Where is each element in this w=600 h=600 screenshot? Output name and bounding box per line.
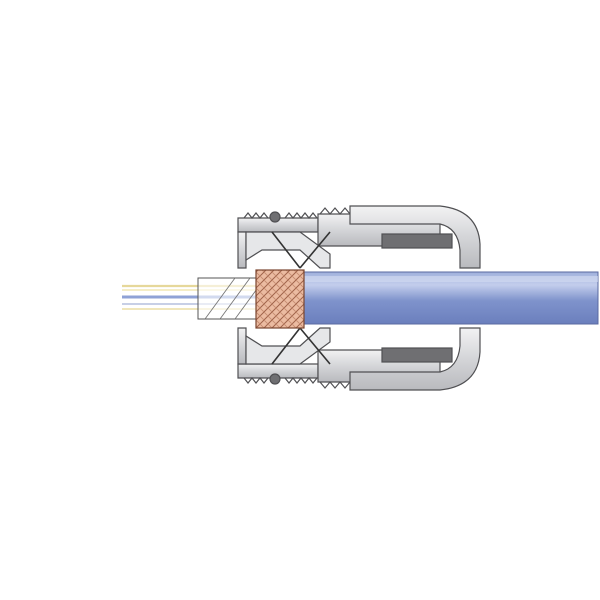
cone-spring-bottom (271, 327, 331, 365)
cone-spring-top (271, 231, 331, 269)
cable-sheath (299, 271, 599, 325)
braided-shield (255, 269, 305, 329)
gland-body-bottom (237, 327, 481, 391)
gland-body-top (237, 205, 481, 269)
inner-insulation-sleeve (197, 277, 263, 320)
